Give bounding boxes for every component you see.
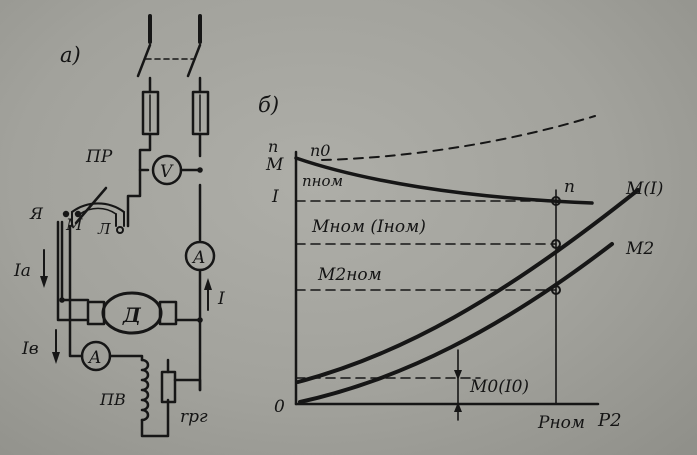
characteristics-chart: б) n M I 0 n0 nном n M(I) M2 Mном (Iном)… bbox=[258, 93, 663, 433]
x-nominal-label: Pном bbox=[537, 413, 585, 433]
regulator-label: rрг bbox=[180, 407, 208, 427]
torque-current-curve bbox=[296, 188, 640, 384]
motor-armature bbox=[86, 291, 178, 335]
speed-curve-label: n bbox=[564, 177, 575, 197]
n-nom-label: nном bbox=[302, 172, 343, 190]
field-current-label: Iв bbox=[21, 339, 39, 359]
terminal-ya-label: Я bbox=[29, 204, 44, 223]
field-winding-coil bbox=[140, 358, 150, 422]
y-axis-m-label: M bbox=[265, 155, 284, 175]
y-axis-i-label: I bbox=[271, 187, 279, 207]
field-regulator bbox=[160, 370, 177, 404]
voltmeter-label: V bbox=[160, 162, 174, 182]
m-nom-label: Mном (Iном) bbox=[311, 217, 426, 237]
field-winding-label: ПВ bbox=[99, 390, 126, 409]
terminal-l-label: Л bbox=[97, 220, 111, 238]
m2-nom-label: M2ном bbox=[317, 265, 382, 285]
y-axis-n-label: n bbox=[268, 137, 278, 156]
panel-a-label: а) bbox=[60, 43, 81, 67]
torque-curve-label: M(I) bbox=[625, 179, 663, 199]
terminal-m-label: М bbox=[65, 215, 83, 234]
field-ammeter-label: A bbox=[87, 348, 101, 368]
knife-switch bbox=[136, 43, 202, 94]
motor-label: Д bbox=[122, 303, 142, 327]
switch-label: ПР bbox=[85, 147, 113, 167]
shaft-torque-curve bbox=[298, 242, 614, 404]
circuit-diagram: а) V bbox=[13, 14, 225, 438]
m0-label: M0(I0) bbox=[469, 377, 529, 397]
armature-current-label: Iа bbox=[13, 261, 31, 281]
shaft-torque-label: M2 bbox=[625, 239, 654, 259]
starting-rheostat bbox=[62, 186, 126, 234]
line-current-label: I bbox=[217, 289, 225, 309]
no-load-speed-dashed-curve bbox=[321, 115, 596, 161]
panel-b-label: б) bbox=[258, 93, 279, 117]
n0-label: n0 bbox=[310, 141, 330, 160]
origin-label: 0 bbox=[274, 397, 285, 417]
x-axis-label: P2 bbox=[597, 410, 622, 431]
line-ammeter-label: A bbox=[191, 248, 205, 268]
